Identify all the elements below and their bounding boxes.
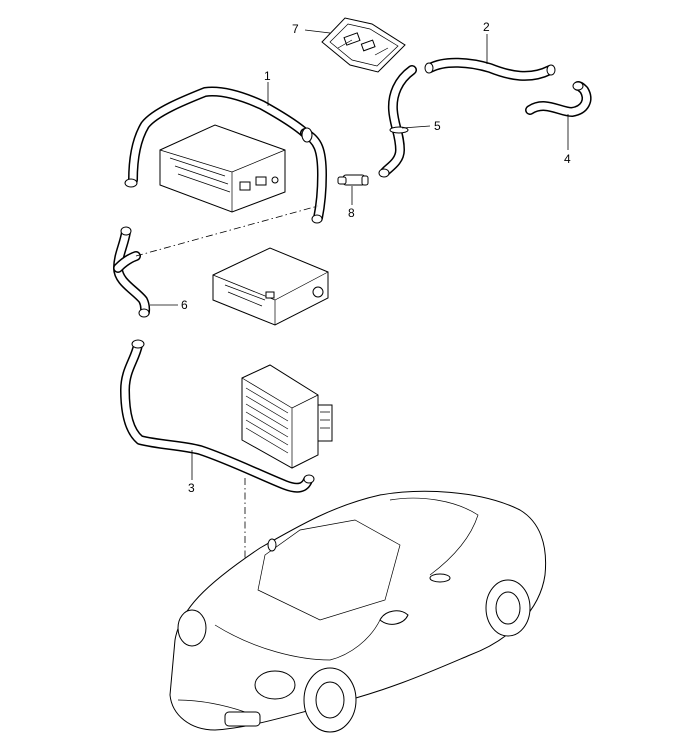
callout-5: 5	[434, 119, 441, 133]
callout-8: 8	[348, 206, 355, 220]
car-illustration	[169, 490, 547, 733]
hose-1[interactable]	[124, 86, 327, 224]
hose-3[interactable]	[120, 339, 315, 493]
hose-6[interactable]	[113, 226, 151, 318]
hose-5[interactable]	[378, 65, 417, 178]
dash-line-hose6-hose1	[135, 205, 319, 257]
control-unit-box-middle	[212, 247, 329, 326]
valve-8[interactable]	[337, 174, 369, 186]
leader-7	[304, 29, 331, 34]
callout-1: 1	[264, 69, 271, 83]
bracket-7[interactable]	[321, 17, 406, 73]
callout-3: 3	[188, 481, 195, 495]
hose-2[interactable]	[424, 57, 556, 81]
callout-7: 7	[292, 22, 299, 36]
hose-4[interactable]	[525, 81, 592, 117]
callout-4: 4	[564, 152, 571, 166]
leader-5	[401, 125, 431, 129]
callout-2: 2	[483, 20, 490, 34]
control-unit-box-top	[159, 124, 286, 213]
callout-6: 6	[181, 298, 188, 312]
amplifier-unit	[241, 364, 333, 469]
